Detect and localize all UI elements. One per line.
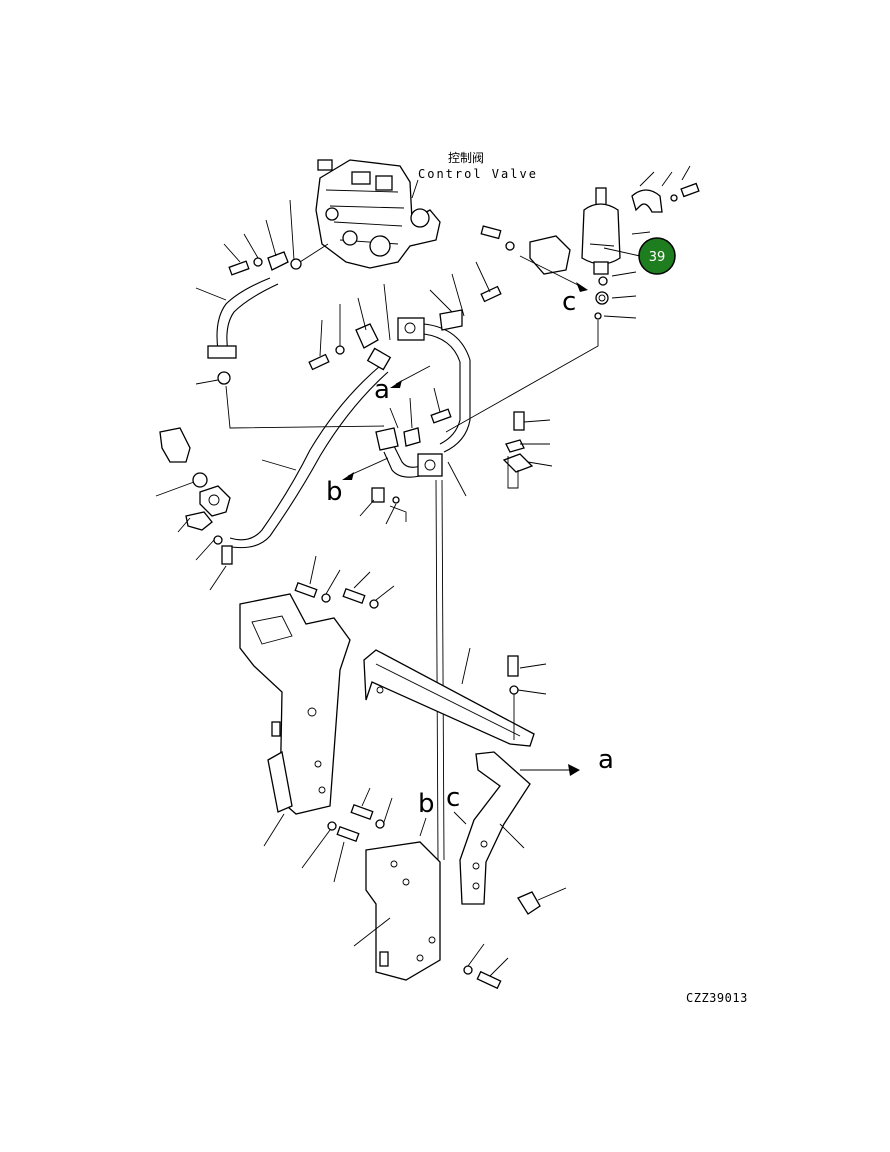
hose-long-diagonal[interactable] <box>225 347 392 549</box>
title-chinese: 控制阀 <box>448 151 484 165</box>
clamp-bolt[interactable] <box>670 182 700 202</box>
flange-fitting-lower[interactable] <box>199 485 231 517</box>
badge-number: 39 <box>649 250 666 265</box>
bracket-lower-centre[interactable] <box>365 841 441 981</box>
steel-tube[interactable] <box>397 317 471 453</box>
tube-clamp-top[interactable] <box>439 285 502 331</box>
plug-fitting[interactable] <box>371 487 385 503</box>
accumulator-clamp[interactable] <box>631 189 663 213</box>
control-valve[interactable] <box>315 159 441 269</box>
bolt-lower[interactable] <box>221 545 233 565</box>
bolt-right-bottom[interactable] <box>517 891 541 915</box>
clip-middle[interactable] <box>375 408 452 451</box>
callout-badge-39[interactable]: 39 <box>638 237 676 275</box>
callout-b-top: b <box>326 477 343 507</box>
callout-c-bottom: c <box>446 783 460 813</box>
accumulator[interactable] <box>581 187 621 275</box>
callout-a-bottom: a <box>598 745 614 775</box>
hose-flange-bolts-upper[interactable] <box>228 251 302 276</box>
drawing-code: CZZ39013 <box>686 991 748 1005</box>
bolt-clip-right[interactable] <box>502 411 534 473</box>
fitting-nut[interactable] <box>595 291 609 305</box>
split-flange-half[interactable] <box>185 511 213 531</box>
hose-upper-left[interactable] <box>207 277 279 359</box>
clip-bolt-upper-mid[interactable] <box>308 323 379 371</box>
washer-lower[interactable] <box>213 535 223 545</box>
accumulator-bracket[interactable] <box>480 225 571 275</box>
callout-b-bottom: b <box>418 789 435 819</box>
title-english: Control Valve <box>418 167 538 181</box>
o-ring[interactable] <box>598 276 608 286</box>
bracket-left[interactable] <box>239 593 351 815</box>
o-ring-small[interactable] <box>594 312 602 320</box>
callout-c-top: c <box>562 287 576 317</box>
bolts-lower-middle[interactable] <box>327 803 385 843</box>
callout-a-top: a <box>374 375 390 405</box>
mounting-bolts-row[interactable] <box>294 581 379 609</box>
bolt-bottom[interactable] <box>463 965 502 990</box>
crossbar-bracket[interactable] <box>363 649 535 747</box>
bracket-right[interactable] <box>459 751 531 905</box>
crossbar-bolt[interactable] <box>507 655 519 695</box>
tube-junction-block[interactable] <box>383 445 443 478</box>
flange-drawing-top-left[interactable] <box>159 427 191 463</box>
o-ring-flange[interactable] <box>192 472 208 488</box>
o-ring-plug[interactable] <box>392 496 400 504</box>
o-ring-hose[interactable] <box>217 371 231 385</box>
